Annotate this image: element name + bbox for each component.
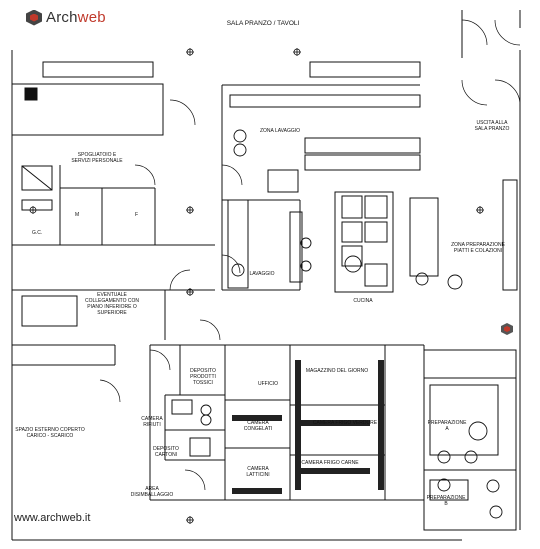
label-deposito-cartoni-2: CARTONI (155, 452, 177, 458)
label-preparazione-b-1: PREPARAZIONE (427, 495, 466, 501)
label-wc-gc: G.C. (32, 230, 42, 236)
shelving-racks (232, 360, 384, 494)
label-camera-congelati-2: CONGELATI (244, 426, 273, 432)
label-ufficio: UFFICIO (258, 381, 278, 387)
column-marker-4 (29, 206, 37, 214)
column-marker-6 (186, 516, 194, 524)
label-deposito-tossici-2: PRODOTTI (190, 374, 216, 380)
footer-url: www.archweb.it (14, 512, 91, 524)
label-preparazione-a-1: PREPARAZIONE (428, 420, 467, 426)
label-magazzino: MAGAZZINO DEL GIORNO (306, 368, 368, 374)
label-preparazione-a-2: A (445, 426, 449, 432)
walls (11, 10, 521, 541)
label-area-disimballaggio-2: DISIMBALLAGGIO (131, 492, 174, 498)
label-camera-latticini-1: CAMERA (247, 466, 269, 472)
label-cucina: CUCINA (353, 298, 373, 304)
label-uscita-2: SALA PRANZO (475, 126, 510, 132)
label-lavaggio: LAVAGGIO (249, 271, 274, 277)
label-area-disimballaggio-1: AREA (145, 486, 159, 492)
label-camera-rifiuti-2: RIFIUTI (143, 422, 161, 428)
label-zona-prep-2: PIATTI E COLAZIONI (454, 248, 502, 254)
column-marker-5 (186, 288, 194, 296)
logo-text-arch: Arch (46, 9, 78, 26)
label-wc-f: F (135, 212, 138, 218)
label-collegamento-3: PIANO INFERIORE O (87, 304, 137, 310)
label-collegamento-4: SUPERIORE (97, 310, 127, 316)
fixtures (200, 129, 503, 519)
archweb-logo-icon (26, 9, 42, 26)
label-spazio-esterno-1: SPAZIO ESTERNO COPERTO (15, 427, 85, 433)
label-camera-rifiuti-1: CAMERA (141, 416, 163, 422)
label-deposito-tossici-3: TOSSICI (193, 380, 213, 386)
label-spogliatoio-1: SPOGLIATOIO E (78, 152, 117, 158)
archweb-logo: Archweb (26, 9, 106, 26)
label-camera-latticini-2: LATTICINI (246, 472, 269, 478)
logo-text-web: web (77, 9, 106, 26)
column-markers (29, 48, 484, 524)
label-preparazione-b-2: B (444, 501, 448, 507)
label-spazio-esterno-2: CARICO - SCARICO (27, 433, 74, 439)
label-spogliatoio-2: SERVIZI PERSONALE (71, 158, 123, 164)
label-uscita-1: USCITA ALLA (476, 120, 508, 126)
label-camera-congelati-1: CAMERA (247, 420, 269, 426)
label-zona-prep-1: ZONA PREPARAZIONE (451, 242, 505, 248)
label-collegamento-1: EVENTUALE (97, 292, 127, 298)
label-camera-frigo-carne: CAMERA FRIGO CARNE (301, 460, 359, 466)
column-marker-3 (186, 206, 194, 214)
label-deposito-cartoni-1: DEPOSITO (153, 446, 179, 452)
column-marker-1 (186, 48, 194, 56)
door-swings (99, 19, 521, 491)
logo-text: Archweb (46, 9, 106, 26)
label-collegamento-2: COLLEGAMENTO CON (85, 298, 139, 304)
label-camera-frigo-verdure: CAMERA FRIGO VERDURE (313, 420, 378, 426)
column-marker-2 (293, 48, 301, 56)
label-zona-lavaggio: ZONA LAVAGGIO (260, 128, 300, 134)
column-marker-7 (476, 206, 484, 214)
label-deposito-tossici-1: DEPOSITO (190, 368, 216, 374)
archweb-badge-icon (501, 323, 513, 335)
label-sala-pranzo: SALA PRANZO / TAVOLI (227, 20, 300, 27)
label-wc-m: M (75, 212, 79, 218)
